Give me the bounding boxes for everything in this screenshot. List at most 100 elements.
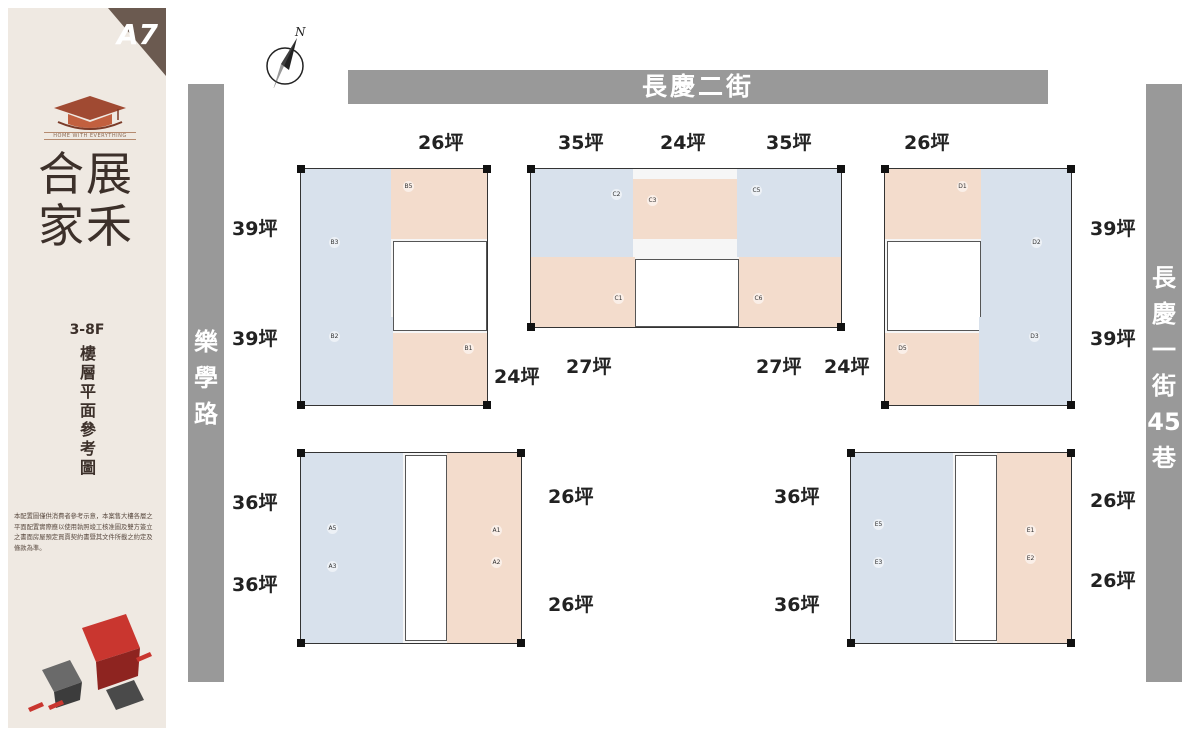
unit-code: B2 [329,331,340,342]
floor-plan-title: 樓層平面參考圖 [79,344,96,477]
area-label-B2: 39坪 [232,328,278,350]
unit-C6[interactable]: C6 [739,257,841,327]
disclaimer-notice: 本配置圖僅供消費者參考示意，本案售大樓各層之平面配置實際應以使用執照竣工核准圖及… [14,513,153,552]
unit-code: C2 [611,189,622,200]
unit-code: C3 [647,195,658,206]
unit-E1[interactable]: E1 [997,453,1071,547]
core-elevator-stair [955,455,997,641]
unit-A3[interactable]: A3 [301,549,403,643]
pillar [837,323,845,331]
pillar [847,449,855,457]
area-label-C2: 35坪 [558,132,604,154]
unit-C2[interactable]: C2 [531,169,633,257]
area-label-B1: 24坪 [494,366,540,388]
core-elevator-stair [635,259,739,327]
building-block-d: D1 D2 D5 D3 [884,168,1072,406]
unit-code: E3 [873,557,884,568]
unit-code: A1 [491,525,502,536]
area-label-E1: 26坪 [1090,490,1136,512]
pillar [1067,401,1075,409]
pillar [527,323,535,331]
building-block-e: E5 E3 E1 E2 [850,452,1072,644]
unit-code: D2 [1031,237,1042,248]
unit-E2[interactable]: E2 [997,547,1071,643]
unit-code: C5 [751,185,762,196]
floor-range: 3-8F [69,322,105,338]
unit-D3[interactable]: D3 [979,317,1071,405]
pillar [297,165,305,173]
pillar [297,401,305,409]
project-code: A7 [116,18,158,51]
area-label-D2: 39坪 [1090,218,1136,240]
area-label-B3: 39坪 [232,218,278,240]
unit-C3[interactable]: C3 [633,179,737,239]
pillar [847,639,855,647]
unit-code: A3 [327,561,338,572]
pillar [483,401,491,409]
unit-code: C6 [753,293,764,304]
area-label-E2: 26坪 [1090,570,1136,592]
area-label-A1: 26坪 [548,486,594,508]
building-block-b: B3 B5 B2 B1 [300,168,488,406]
pillar [483,165,491,173]
tag-ribbon-shape [108,8,166,76]
unit-A5[interactable]: A5 [301,453,403,549]
unit-code: E2 [1025,553,1036,564]
unit-C5[interactable]: C5 [737,169,841,257]
unit-code: D5 [897,343,908,354]
brand-panel: A7 HOME WITH EVERYTHING 合展 家禾 3-8F 樓層平面參… [8,8,166,728]
decorative-cubes-art [28,614,152,712]
graduation-cap-logo-icon [54,96,126,130]
area-label-E5: 36坪 [774,486,820,508]
area-label-D3: 39坪 [1090,328,1136,350]
unit-E5[interactable]: E5 [851,453,953,549]
unit-D2[interactable]: D2 [981,169,1071,317]
unit-B1[interactable]: B1 [393,333,487,405]
area-label-C1: 27坪 [566,356,612,378]
core-elevator-stair [393,241,487,331]
unit-A2[interactable]: A2 [447,547,521,643]
unit-code: E5 [873,519,884,530]
unit-E3[interactable]: E3 [851,549,953,643]
unit-B2[interactable]: B2 [301,317,393,405]
brand-name: 合展 家禾 [38,148,148,252]
pillar [517,449,525,457]
unit-B3[interactable]: B3 [301,169,391,317]
unit-D1[interactable]: D1 [885,169,981,239]
area-label-C3: 24坪 [660,132,706,154]
unit-code: E1 [1025,525,1036,536]
brand-name-line2: 家禾 [38,199,134,253]
unit-code: B1 [463,343,474,354]
unit-code: B5 [403,181,414,192]
pillar [1067,449,1075,457]
unit-code: A5 [327,523,338,534]
unit-code: B3 [329,237,340,248]
core-elevator-stair [405,455,447,641]
unit-B5[interactable]: B5 [391,169,487,239]
pillar [297,449,305,457]
pillar [527,165,535,173]
unit-A1[interactable]: A1 [447,453,521,547]
unit-code: A2 [491,557,502,568]
unit-D5[interactable]: D5 [885,333,979,405]
pillar [297,639,305,647]
compass-label: N [294,25,306,39]
pillar [881,401,889,409]
pillar [881,165,889,173]
brand-name-line1: 合展 [38,147,134,201]
pillar [1067,639,1075,647]
core-elevator-stair [887,241,981,331]
area-label-A2: 26坪 [548,594,594,616]
unit-C1[interactable]: C1 [531,257,635,327]
building-block-c: C2 C3 C5 C1 C6 [530,168,842,328]
pillar [1067,165,1075,173]
pillar [837,165,845,173]
area-label-C5: 35坪 [766,132,812,154]
area-label-A5: 36坪 [232,492,278,514]
brand-tagline: HOME WITH EVERYTHING [44,132,136,140]
area-label-C6: 27坪 [756,356,802,378]
building-block-a: A5 A3 A1 A2 [300,452,522,644]
unit-code: D3 [1029,331,1040,342]
